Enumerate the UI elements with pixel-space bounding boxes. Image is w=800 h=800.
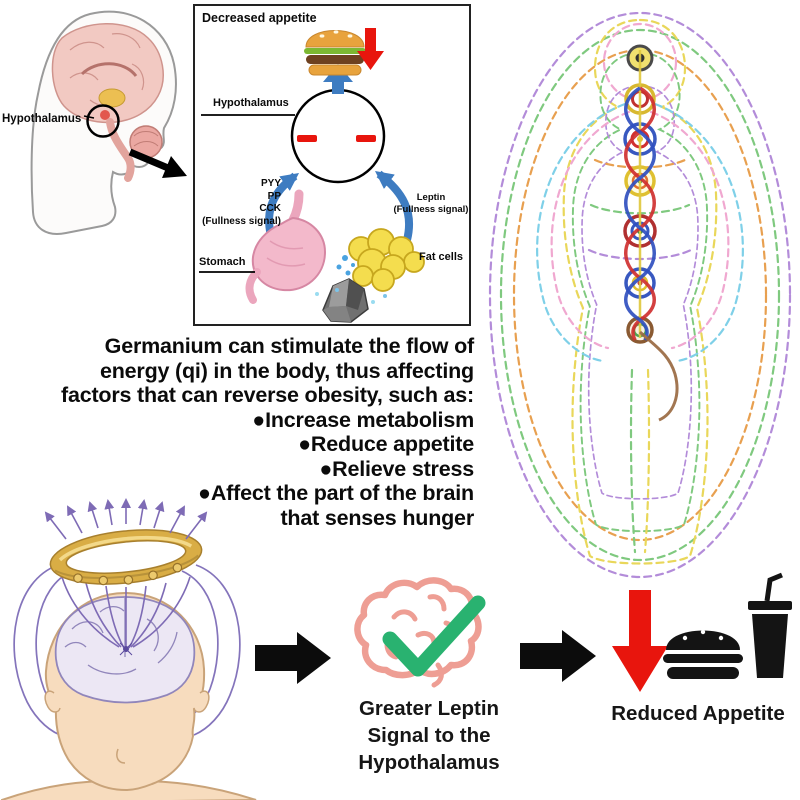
red-down-arrow-icon <box>612 590 668 692</box>
burger-silhouette-icon <box>663 629 743 679</box>
field-arrows-up <box>44 498 208 540</box>
capillary-dots <box>336 255 355 276</box>
panel-title: Decreased appetite <box>202 11 317 25</box>
leptin-signal-arrow <box>375 170 414 241</box>
appetite-loop-graphics <box>199 28 425 323</box>
fast-food-icon <box>663 572 792 679</box>
hypothalamus-label: Hypothalamus <box>2 113 82 125</box>
text-line: Germanium can stimulate the flow of <box>104 334 475 358</box>
spinal-energy-channels <box>624 50 679 422</box>
fat-cells-label: Fat cells <box>419 251 464 263</box>
cerebrum-illustration <box>51 23 164 182</box>
focus-point <box>119 642 133 656</box>
check-icon <box>382 595 486 677</box>
hypothalamus-highlight-circle <box>86 104 120 138</box>
bullet-line: ●Increase metabolism <box>252 407 474 432</box>
down-arrow-icon <box>357 28 384 70</box>
fullness-signal-left-label: PYY PP CCK (Fullness signal) <box>202 178 281 227</box>
brain-sagittal-figure <box>30 10 187 235</box>
leptin-caption: Greater Leptin Signal to the Hypothalamu… <box>358 697 500 774</box>
brain-check-icon <box>354 577 486 688</box>
energy-body-figure <box>488 11 792 579</box>
germanium-crystal-icon <box>315 278 387 323</box>
text-line: energy (qi) in the body, thus affecting <box>99 358 474 383</box>
bullet-line: ●Affect the part of the brain <box>198 481 474 505</box>
stomach-label: Stomach <box>199 256 246 268</box>
bullet-line: ●Reduce appetite <box>298 432 474 456</box>
drink-cup-icon <box>748 572 792 678</box>
gold-ring-icon <box>49 529 203 586</box>
bullet-line: ●Relieve stress <box>319 456 474 481</box>
minus-icon <box>297 135 317 142</box>
ring-screws <box>73 562 183 586</box>
stomach-signal-arrow <box>265 172 300 237</box>
minus-icon <box>356 135 376 142</box>
stomach-illustration <box>245 189 327 304</box>
label-pointer-line <box>83 115 95 119</box>
brain-icon <box>354 577 482 688</box>
right-arrow-icon <box>255 632 331 684</box>
bullet-line: that senses hunger <box>280 505 474 530</box>
appetite-loop-panel: Decreased appetite Hypothalamus PYY PP C… <box>193 4 471 326</box>
burger-icon <box>304 30 366 76</box>
main-text: Germanium can stimulate the flow of ener… <box>0 334 474 530</box>
converging-field-lines <box>61 576 191 649</box>
right-arrow-icon <box>520 630 596 682</box>
head-with-ring-figure <box>0 498 257 800</box>
up-arrow-icon <box>323 64 353 94</box>
fat-cells-illustration <box>348 228 425 292</box>
text-line: factors that can reverse obesity, such a… <box>60 383 474 407</box>
reduced-appetite-caption: Reduced Appetite <box>611 702 785 725</box>
hypothalamus-node-label: Hypothalamus <box>213 97 289 109</box>
leptin-label: Leptin (Fullness signal) <box>393 192 469 215</box>
callout-arrow-icon <box>128 148 187 178</box>
